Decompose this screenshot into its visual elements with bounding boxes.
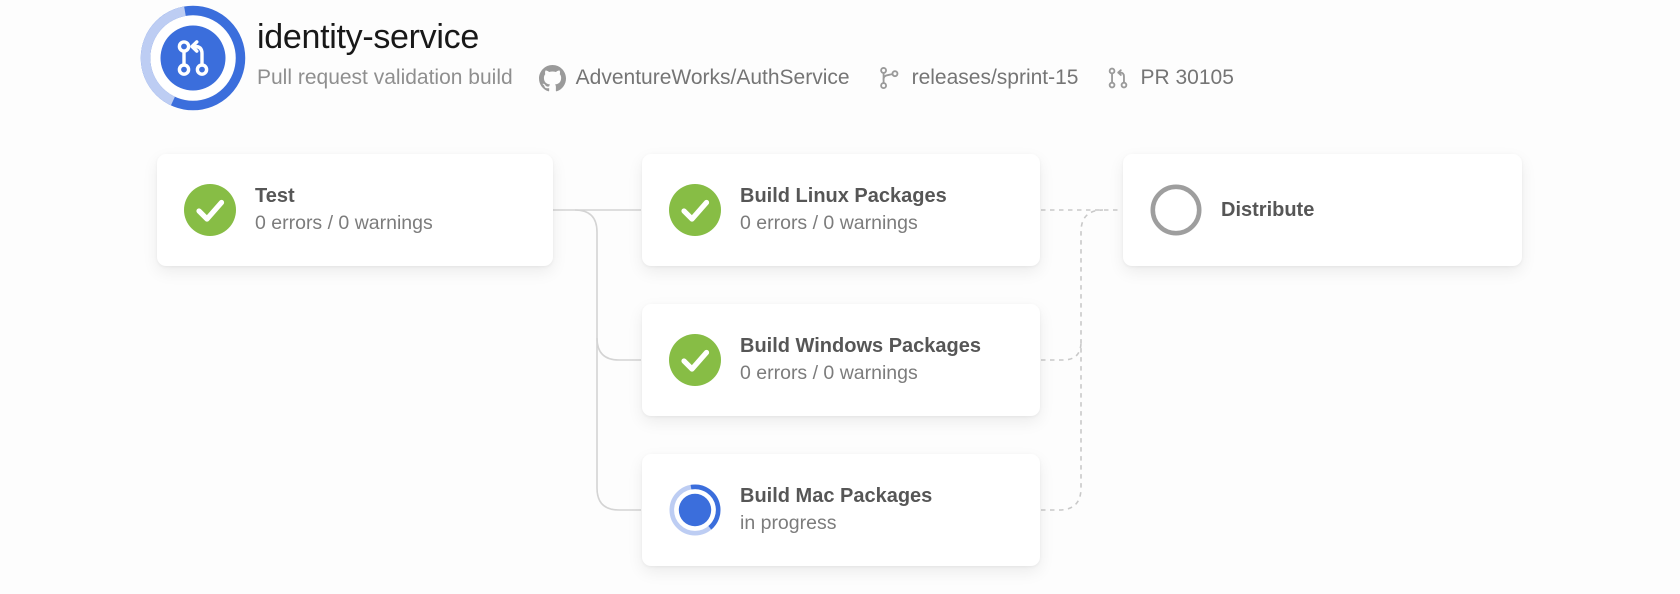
pending-icon — [1150, 184, 1202, 236]
in-progress-icon — [669, 484, 721, 536]
stage-status-text: in progress — [740, 512, 837, 534]
connector-test-windows — [596, 337, 641, 361]
build-meta-row: Pull request validation build AdventureW… — [257, 62, 1234, 94]
connector-windows-distribute — [1041, 341, 1082, 361]
success-icon — [669, 334, 721, 386]
repo-name: AdventureWorks/AuthService — [575, 66, 850, 89]
stage-title: Build Linux Packages — [740, 185, 947, 207]
pull-request-number: PR 30105 — [1140, 66, 1234, 89]
stage-card-distribute[interactable]: Distribute — [1123, 154, 1522, 266]
connector-test-mac — [574, 209, 641, 511]
stage-title: Build Mac Packages — [740, 485, 933, 507]
stage-status-text: 0 errors / 0 warnings — [740, 212, 918, 234]
pull-request-icon — [1108, 67, 1127, 89]
pull-request-link[interactable]: PR 30105 — [1105, 65, 1234, 91]
build-description: Pull request validation build — [257, 66, 513, 89]
stage-card-build-windows[interactable]: Build Windows Packages 0 errors / 0 warn… — [642, 304, 1040, 416]
stage-title: Distribute — [1221, 199, 1315, 221]
stage-title: Build Windows Packages — [740, 335, 981, 357]
success-icon — [184, 184, 236, 236]
stage-card-build-mac[interactable]: Build Mac Packages in progress — [642, 454, 1040, 566]
repo-link[interactable]: AdventureWorks/AuthService — [538, 64, 850, 92]
connector-mac-distribute — [1041, 209, 1104, 511]
git-branch-icon — [879, 67, 898, 89]
stage-title: Test — [255, 185, 295, 207]
stage-status-text: 0 errors / 0 warnings — [740, 362, 918, 384]
page-title: identity-service — [257, 18, 479, 56]
branch-link[interactable]: releases/sprint-15 — [876, 65, 1079, 91]
success-icon — [669, 184, 721, 236]
stage-status-text: 0 errors / 0 warnings — [255, 212, 433, 234]
github-icon — [538, 64, 566, 91]
build-status-avatar — [140, 5, 246, 111]
stage-card-test[interactable]: Test 0 errors / 0 warnings — [157, 154, 553, 266]
stage-card-build-linux[interactable]: Build Linux Packages 0 errors / 0 warnin… — [642, 154, 1040, 266]
pull-request-icon — [140, 5, 246, 111]
branch-name: releases/sprint-15 — [911, 66, 1079, 89]
